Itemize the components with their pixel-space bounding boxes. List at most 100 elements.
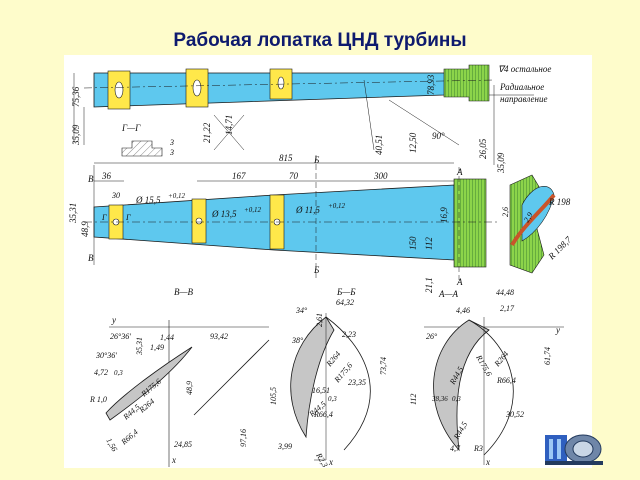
bbbb-r23: R2,3 [314,451,330,468]
side-dim-2-9: 2,9 [522,211,535,224]
top-root [443,64,490,102]
section-aa-label: А—А [438,289,459,299]
aa-r664: R66,4 [496,376,516,385]
dim-48-9: 48,9 [80,221,90,237]
bbbb-d7374: 73,74 [379,357,388,375]
gg-section-shape [121,140,163,157]
bb-d3531: 35,31 [135,337,144,356]
aa-x-axis: x [485,457,490,467]
bbbb-d399: 3,99 [277,442,292,451]
bb-r10: R 1,0 [89,395,107,404]
section-bbbb: Б—Б 34° 2,61 64,32 38° 2,23 R264 R175,6 … [269,287,388,469]
bbbb-a34: 34° [295,306,308,315]
hole-tol-3: +0,12 [328,202,345,210]
hole-label-1: Ø 15,5 [135,195,161,205]
section-mark-b-bottom: Б [313,265,320,275]
dim-75-36: 75,36 [71,86,81,107]
side-dim-2-6: 2,6 [501,207,510,217]
bb-d144: 1,44 [160,333,174,342]
aa-d217: 2,17 [500,304,515,313]
aa-r1756: R175,6 [474,353,494,378]
side-view: 2,6 2,9 R 198 R 198,7 [501,174,574,274]
turbine-logo-icon [545,425,603,467]
angle-90: 90° [432,131,445,141]
dim-300: 300 [373,171,388,181]
dim-14-71: 14,71 [224,115,234,135]
hole-label-3: Ø 11,5 [295,205,320,215]
dim-16-9: 16,9 [439,207,449,223]
side-r-198-7: R 198,7 [546,234,574,262]
top-view: 75,36 35,09 21,22 14,71 40,51 12,50 78,9… [71,64,551,174]
top-hole-3 [277,76,285,90]
bbbb-d1651: 16,51 [312,386,330,395]
front-hole-2 [195,217,203,225]
bbbb-d1055: 105,5 [269,387,278,405]
top-hole-1 [114,81,124,99]
blade-drawing: 75,36 35,09 21,22 14,71 40,51 12,50 78,9… [68,64,574,469]
aa-d112: 112 [409,394,418,405]
bb-d472: 4,72 [94,368,108,377]
aa-r264: R264 [492,350,510,369]
aa-d6174: 61,74 [543,347,552,365]
section-mark-a-bottom: А [456,277,463,287]
bb-d9716: 97,16 [239,429,248,447]
dim-70: 70 [289,171,299,181]
bbbb-d223: 2,23 [342,330,356,339]
dim-40-51: 40,51 [374,135,384,155]
radial-note-1: Радиальное [499,82,544,92]
aa-d3052: 30,52 [505,410,524,419]
dim-35-09-left: 35,09 [71,124,81,146]
aa-d47: 4,7 [450,444,461,453]
hole-tol-2: +0,12 [244,206,261,214]
bb-d03: 0,3 [114,369,123,377]
side-r-198: R 198 [548,197,571,207]
hole-tol-1: +0,12 [168,192,185,200]
aa-d4448: 44,48 [496,288,514,297]
dim-167: 167 [232,171,246,181]
section-mark-g-2: Г [125,213,131,222]
dim-12-50: 12,50 [408,132,418,153]
bb-profile [105,346,193,421]
aa-a26: 26° [426,332,438,341]
dim-150: 150 [408,236,418,250]
front-view: 815 36 167 70 300 Ø 15,5 +0,12 Ø 13,5 +0… [68,153,499,293]
dim-815: 815 [279,153,293,163]
bbbb-outer-curve [325,316,371,451]
section-aa: А—А y 44,48 4,46 2,17 26° R175,6 R264 R4… [409,288,564,467]
aa-r3: R3 [473,444,483,453]
bbbb-r664: R66,4 [313,410,333,419]
dim-26-05: 26,05 [478,138,488,159]
section-mark-b-top: Б [313,155,320,165]
section-mark-v-bottom: В [88,253,94,263]
dim-21-22: 21,22 [202,122,212,143]
section-bbbb-label: Б—Б [336,287,356,297]
root-side-band [510,193,556,247]
dim-35-09-right: 35,09 [496,152,506,174]
bb-r664: R66,4 [119,427,140,447]
bb-d2485: 24,85 [174,440,192,449]
dim-30: 30 [111,191,120,200]
radial-note-2: направление [500,94,547,104]
drawing-sheet: 75,36 35,09 21,22 14,71 40,51 12,50 78,9… [64,55,592,469]
bbbb-profile [290,316,335,439]
section-mark-g-1: Г [101,213,107,222]
bbbb-d03: 0,3 [328,395,337,403]
bb-r264: R264 [137,397,156,415]
roughness-note: ∇4 остальное [498,64,551,74]
section-bb-label: В—В [174,287,194,297]
bb-d156: 1,56 [104,437,119,454]
aa-y-axis: y [555,325,560,335]
page-title: Рабочая лопатка ЦНД турбины [173,30,467,51]
section-gg-label: Г—Г [121,123,141,133]
dim-112: 112 [424,237,434,250]
section-mark-v-top: В [88,174,94,184]
bb-d489: 48,9 [185,381,194,395]
front-root [453,178,487,268]
gg-dim-3a: 3 [169,138,174,147]
bbbb-a38: 38° [291,336,304,345]
bb-d149: 1,49 [150,343,164,352]
dim-21-1: 21,1 [424,277,434,293]
bb-a1: 26°36' [110,332,131,341]
hole-label-2: Ø 13,5 [211,209,237,219]
section-bb: В—В y x 26°36' 30°36' 35,31 1,44 1,49 93… [89,287,270,467]
